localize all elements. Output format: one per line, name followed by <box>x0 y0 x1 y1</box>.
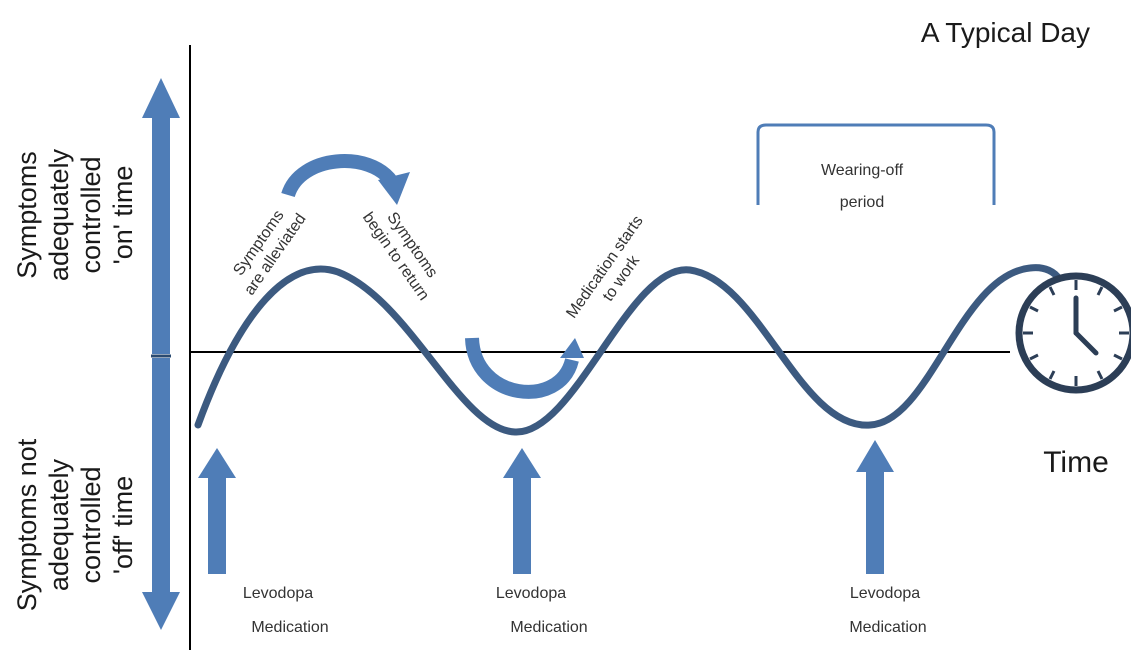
alleviated-label: Symptoms are alleviated <box>230 207 309 298</box>
up-arrow-icon <box>198 448 236 574</box>
on-line-4: 'on' time <box>108 166 138 265</box>
dose-2-line-1: Levodopa <box>496 585 566 602</box>
on-line-2: adequately <box>44 148 74 281</box>
up-arrow-icon <box>856 440 894 574</box>
off-line-3: controlled <box>76 466 106 583</box>
diagram-title: A Typical Day <box>921 17 1090 48</box>
clock-icon <box>1015 272 1131 394</box>
dose-3-line-1: Levodopa <box>850 585 920 602</box>
medication-works-label: Medication starts to work <box>563 213 646 322</box>
wearing-off-line-1: Wearing-off <box>821 162 904 179</box>
symptom-wave <box>194 264 1064 436</box>
trough-arrow-icon <box>465 337 584 399</box>
off-time-label: Symptoms not adequately controlled 'off'… <box>12 438 138 611</box>
up-arrow-icon <box>503 448 541 574</box>
dose-2-line-2: Medication <box>510 619 587 636</box>
on-time-label: Symptoms adequately controlled 'on' time <box>12 148 138 281</box>
dose-3-line-2: Medication <box>849 619 926 636</box>
off-line-2: adequately <box>44 458 74 591</box>
time-label: Time <box>1043 446 1109 479</box>
dose-1-line-2: Medication <box>251 619 328 636</box>
on-line-1: Symptoms <box>12 151 42 279</box>
wearing-off-bracket <box>756 123 996 205</box>
wearing-off-line-2: period <box>840 194 884 211</box>
curved-arrow-icon <box>281 154 410 205</box>
on-line-3: controlled <box>76 156 106 273</box>
off-line-1: Symptoms not <box>12 438 42 611</box>
off-line-4: 'off' time <box>108 476 138 574</box>
dose-1-line-1: Levodopa <box>243 585 313 602</box>
return-label: Symptoms begin to return <box>359 209 441 303</box>
double-arrow-icon <box>142 78 180 630</box>
